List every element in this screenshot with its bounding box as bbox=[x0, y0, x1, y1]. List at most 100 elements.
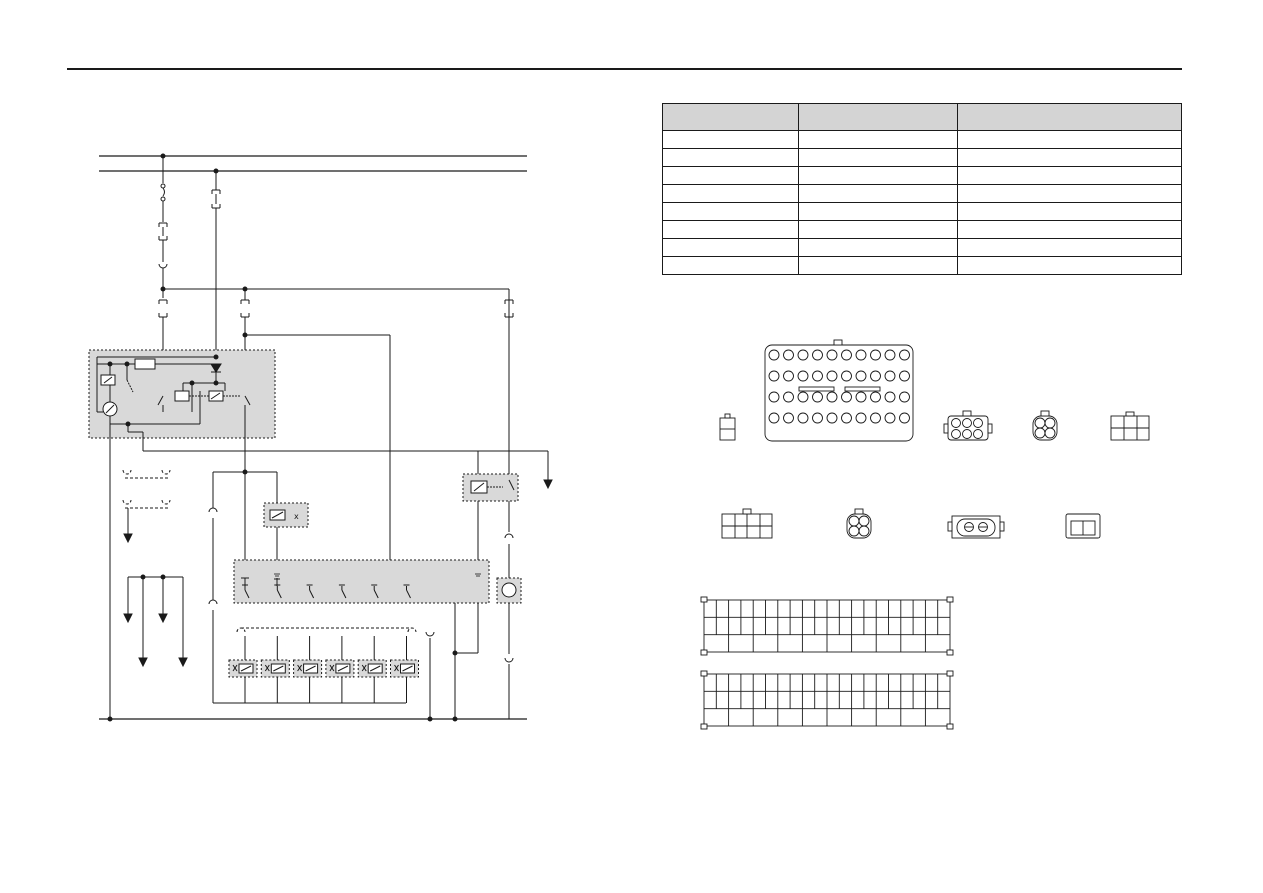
switch-panel-module bbox=[233, 559, 490, 604]
connector-pin bbox=[768, 370, 780, 382]
connector-2-pin-rect bbox=[1065, 513, 1101, 539]
harness-connector-block bbox=[700, 670, 954, 730]
cross-mark bbox=[361, 664, 367, 672]
switch-contact bbox=[373, 589, 379, 599]
connector-views bbox=[700, 339, 1150, 730]
block-latch bbox=[946, 596, 954, 603]
relay-coil-symbol bbox=[174, 390, 190, 402]
connector-pin bbox=[899, 391, 910, 403]
connector-pin bbox=[783, 370, 794, 382]
cross-mark bbox=[394, 664, 399, 672]
branch-arrow bbox=[178, 657, 188, 668]
table-cell bbox=[798, 256, 958, 275]
connector-pin bbox=[783, 412, 794, 424]
relay-control-internals bbox=[96, 354, 251, 472]
coil-mark bbox=[402, 665, 413, 672]
connector-break bbox=[158, 299, 168, 318]
table-cell bbox=[957, 220, 1182, 239]
block-latch bbox=[700, 670, 708, 677]
connector-pin bbox=[841, 391, 852, 403]
coil-mark bbox=[337, 665, 349, 672]
connector-6-pin-square bbox=[1110, 411, 1150, 441]
connector-pin bbox=[855, 349, 867, 361]
splice-arc bbox=[425, 631, 435, 637]
connector-pin bbox=[884, 370, 896, 382]
splice-arc bbox=[208, 599, 218, 605]
block-latch bbox=[700, 596, 708, 603]
table-cell bbox=[798, 220, 958, 239]
connector-pin bbox=[797, 370, 809, 382]
table-row bbox=[662, 202, 1182, 221]
cross-mark bbox=[329, 664, 335, 672]
table-cell bbox=[957, 256, 1182, 275]
table-cell bbox=[662, 238, 799, 257]
harness-connector-blocks bbox=[700, 596, 954, 730]
table-row bbox=[662, 220, 1182, 239]
splice-group-bottom bbox=[236, 627, 417, 633]
diode-symbol bbox=[210, 363, 222, 373]
cross-mark bbox=[264, 664, 270, 672]
connector-pin bbox=[768, 349, 780, 361]
connector-pin bbox=[870, 370, 881, 382]
branch-arrow bbox=[123, 533, 133, 544]
table-header-cell bbox=[957, 103, 1182, 131]
connector-table bbox=[662, 103, 1182, 275]
splice-group-left bbox=[122, 469, 171, 509]
connector-pin bbox=[826, 412, 838, 424]
actuator-row bbox=[228, 584, 419, 703]
cross-mark bbox=[232, 664, 238, 672]
splice-arc bbox=[504, 533, 514, 539]
table-row bbox=[662, 256, 1182, 275]
resistor-symbol bbox=[134, 358, 156, 370]
connector-6-pin-round bbox=[943, 410, 993, 441]
connector-pin bbox=[870, 349, 881, 361]
connector-pin bbox=[812, 412, 823, 424]
connector-pin bbox=[884, 391, 896, 403]
fuse-symbol bbox=[160, 183, 166, 202]
table-header-row bbox=[662, 103, 1182, 131]
connector-pin bbox=[855, 370, 867, 382]
table-cell bbox=[957, 130, 1182, 149]
table-cell bbox=[798, 148, 958, 167]
table-cell bbox=[957, 148, 1182, 167]
connector-pin bbox=[797, 412, 809, 424]
coil-mark bbox=[369, 665, 381, 672]
switch-contact bbox=[406, 589, 411, 599]
lamp-symbol bbox=[501, 582, 517, 598]
branch-arrow bbox=[123, 613, 133, 624]
table-cell bbox=[662, 202, 799, 221]
connector-pin bbox=[812, 391, 823, 403]
connector-pin bbox=[768, 412, 780, 424]
page-divider-rule bbox=[67, 68, 1182, 70]
branch-arrow bbox=[138, 657, 148, 668]
table-cell bbox=[798, 238, 958, 257]
splice-arc bbox=[158, 263, 168, 269]
block-latch bbox=[946, 670, 954, 677]
connector-pin bbox=[899, 349, 910, 361]
table-row bbox=[662, 130, 1182, 149]
junction-dot bbox=[452, 716, 458, 722]
branch-arrow bbox=[543, 479, 553, 490]
connector-pin bbox=[812, 370, 823, 382]
connector-pin bbox=[855, 391, 867, 403]
block-latch bbox=[946, 649, 954, 656]
connector-break bbox=[240, 299, 250, 318]
table-row bbox=[662, 238, 1182, 257]
table-row bbox=[662, 148, 1182, 167]
switch-contact bbox=[341, 589, 347, 599]
switch-contact bbox=[309, 589, 315, 599]
connector-pin bbox=[768, 391, 780, 403]
connector-pin bbox=[826, 370, 838, 382]
table-row bbox=[662, 184, 1182, 203]
table-cell bbox=[798, 184, 958, 203]
connector-pin bbox=[870, 412, 881, 424]
table-cell bbox=[957, 202, 1182, 221]
connector-pin bbox=[783, 391, 794, 403]
connector-pin bbox=[870, 391, 881, 403]
harness-connector-block bbox=[700, 596, 954, 656]
table-cell bbox=[798, 202, 958, 221]
table-cell bbox=[662, 166, 799, 185]
coil-mark bbox=[305, 665, 316, 672]
splice-arc bbox=[504, 657, 514, 663]
